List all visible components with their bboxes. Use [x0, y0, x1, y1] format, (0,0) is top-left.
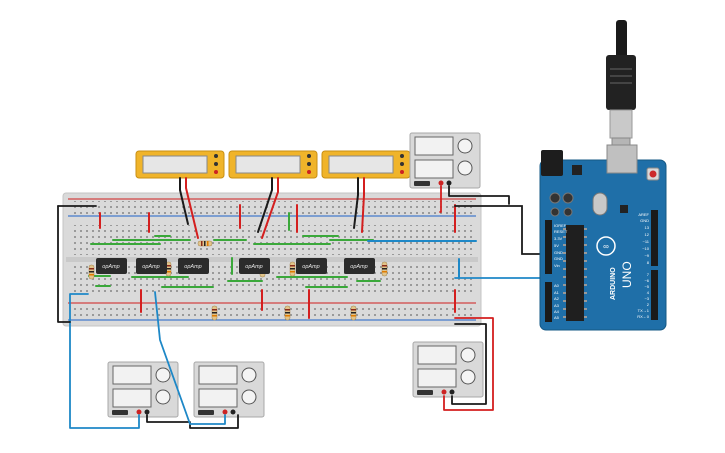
pin-label: 4 — [647, 290, 650, 295]
opamp-label: opAmp — [102, 264, 119, 270]
pin-label: ~3 — [644, 296, 649, 301]
multimeter-leads — [179, 177, 365, 239]
pin-label: IOREF — [554, 223, 567, 228]
pin-label: ~6 — [644, 278, 649, 283]
opamp-label: opAmp — [184, 264, 201, 270]
multimeter-3[interactable] — [321, 150, 411, 179]
power-supply-bottom-left-2[interactable] — [193, 361, 265, 418]
supply-leads — [57, 185, 510, 429]
pin-label: 3.3V — [554, 236, 563, 241]
pin-label: A1 — [554, 290, 560, 295]
opamp-chip-3[interactable]: opAmp — [178, 258, 209, 274]
pin-label: A5 — [554, 315, 560, 320]
arduino-board-icon[interactable]: ∞ ARDUINO UNO IOREF RESET 3.3V 5V GND GN… — [539, 144, 667, 331]
opamp-chip-6[interactable]: opAmp — [344, 258, 375, 274]
power-supply-bottom-right[interactable] — [412, 341, 484, 398]
arduino-brand: ARDUINO — [610, 267, 617, 300]
pin-label: RX←0 — [637, 314, 650, 319]
pin-label: 5V — [554, 243, 559, 248]
pin-label: ~5 — [644, 284, 649, 289]
pin-label: TX→1 — [638, 308, 650, 313]
pin-label: 7 — [647, 272, 650, 277]
resistor-icon[interactable] — [197, 240, 213, 247]
pin-label: ~10 — [642, 246, 650, 251]
pin-label: A0 — [554, 283, 560, 288]
pin-label: 13 — [645, 225, 650, 230]
opamp-label: opAmp — [142, 264, 159, 270]
pin-label: Vin — [554, 263, 560, 268]
pin-label: GND — [554, 250, 563, 255]
pin-label: RESET — [554, 229, 568, 234]
svg-text:∞: ∞ — [603, 242, 609, 251]
resistor-icon[interactable] — [350, 305, 357, 321]
pin-label: A3 — [554, 303, 560, 308]
resistor-icon[interactable] — [88, 264, 95, 280]
pin-label: 8 — [647, 260, 650, 265]
resistor-icon[interactable] — [381, 261, 388, 277]
power-supply-top[interactable] — [409, 132, 481, 189]
opamp-chip-2[interactable]: opAmp — [136, 258, 167, 274]
pin-label: ~9 — [644, 253, 649, 258]
pin-label: 12 — [645, 232, 650, 237]
pin-label: A2 — [554, 296, 560, 301]
pin-label: AREF — [638, 212, 649, 217]
pin-label: 2 — [647, 302, 650, 307]
arduino-wires — [454, 205, 549, 279]
multimeter-2[interactable] — [228, 150, 318, 179]
multimeter-1[interactable] — [135, 150, 225, 179]
red-wires — [99, 204, 456, 319]
opamp-chip-5[interactable]: opAmp — [296, 258, 327, 274]
resistor-icon[interactable] — [289, 261, 296, 277]
pin-label: A4 — [554, 309, 560, 314]
pin-label: ~11 — [643, 239, 650, 244]
blue-wires — [367, 240, 477, 279]
opamp-label: opAmp — [350, 264, 367, 270]
resistor-icon[interactable] — [211, 305, 218, 321]
pin-label: GND — [554, 256, 563, 261]
opamp-chip-4[interactable]: opAmp — [239, 258, 270, 274]
arduino-model: UNO — [620, 261, 634, 288]
opamp-chip-1[interactable]: opAmp — [96, 258, 127, 274]
resistor-icon[interactable] — [284, 305, 291, 321]
opamp-label: opAmp — [245, 264, 262, 270]
opamp-label: opAmp — [302, 264, 319, 270]
power-supply-bottom-left-1[interactable] — [107, 361, 179, 418]
usb-cable-icon[interactable] — [606, 20, 636, 161]
pin-label: GND — [640, 218, 649, 223]
